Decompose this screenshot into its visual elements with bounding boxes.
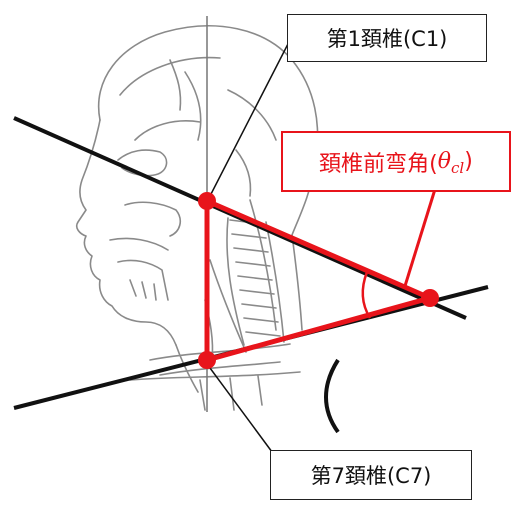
shoulder-curve	[326, 360, 338, 432]
c1-pointer-line	[210, 40, 290, 196]
angle-pointer-line	[405, 186, 436, 286]
apex-point	[421, 289, 439, 307]
c7-label-box: 第7頚椎(C7)	[270, 450, 472, 500]
c7-point	[198, 351, 216, 369]
head-neck-sketch-icon	[77, 26, 318, 410]
c1-label-box: 第1頚椎(C1)	[287, 14, 487, 62]
angle-triangle	[207, 201, 430, 360]
angle-arc	[363, 272, 370, 318]
angle-label-text: 頚椎前弯角(	[319, 146, 438, 178]
angle-label-close: )	[464, 149, 473, 174]
angle-label-subscript: cl	[451, 159, 464, 177]
angle-label-theta: θ	[438, 149, 451, 174]
c1-label: 第1頚椎(C1)	[327, 23, 448, 53]
c7-pointer-line	[210, 368, 275, 456]
c1-point	[198, 192, 216, 210]
c7-label: 第7頚椎(C7)	[311, 460, 432, 490]
